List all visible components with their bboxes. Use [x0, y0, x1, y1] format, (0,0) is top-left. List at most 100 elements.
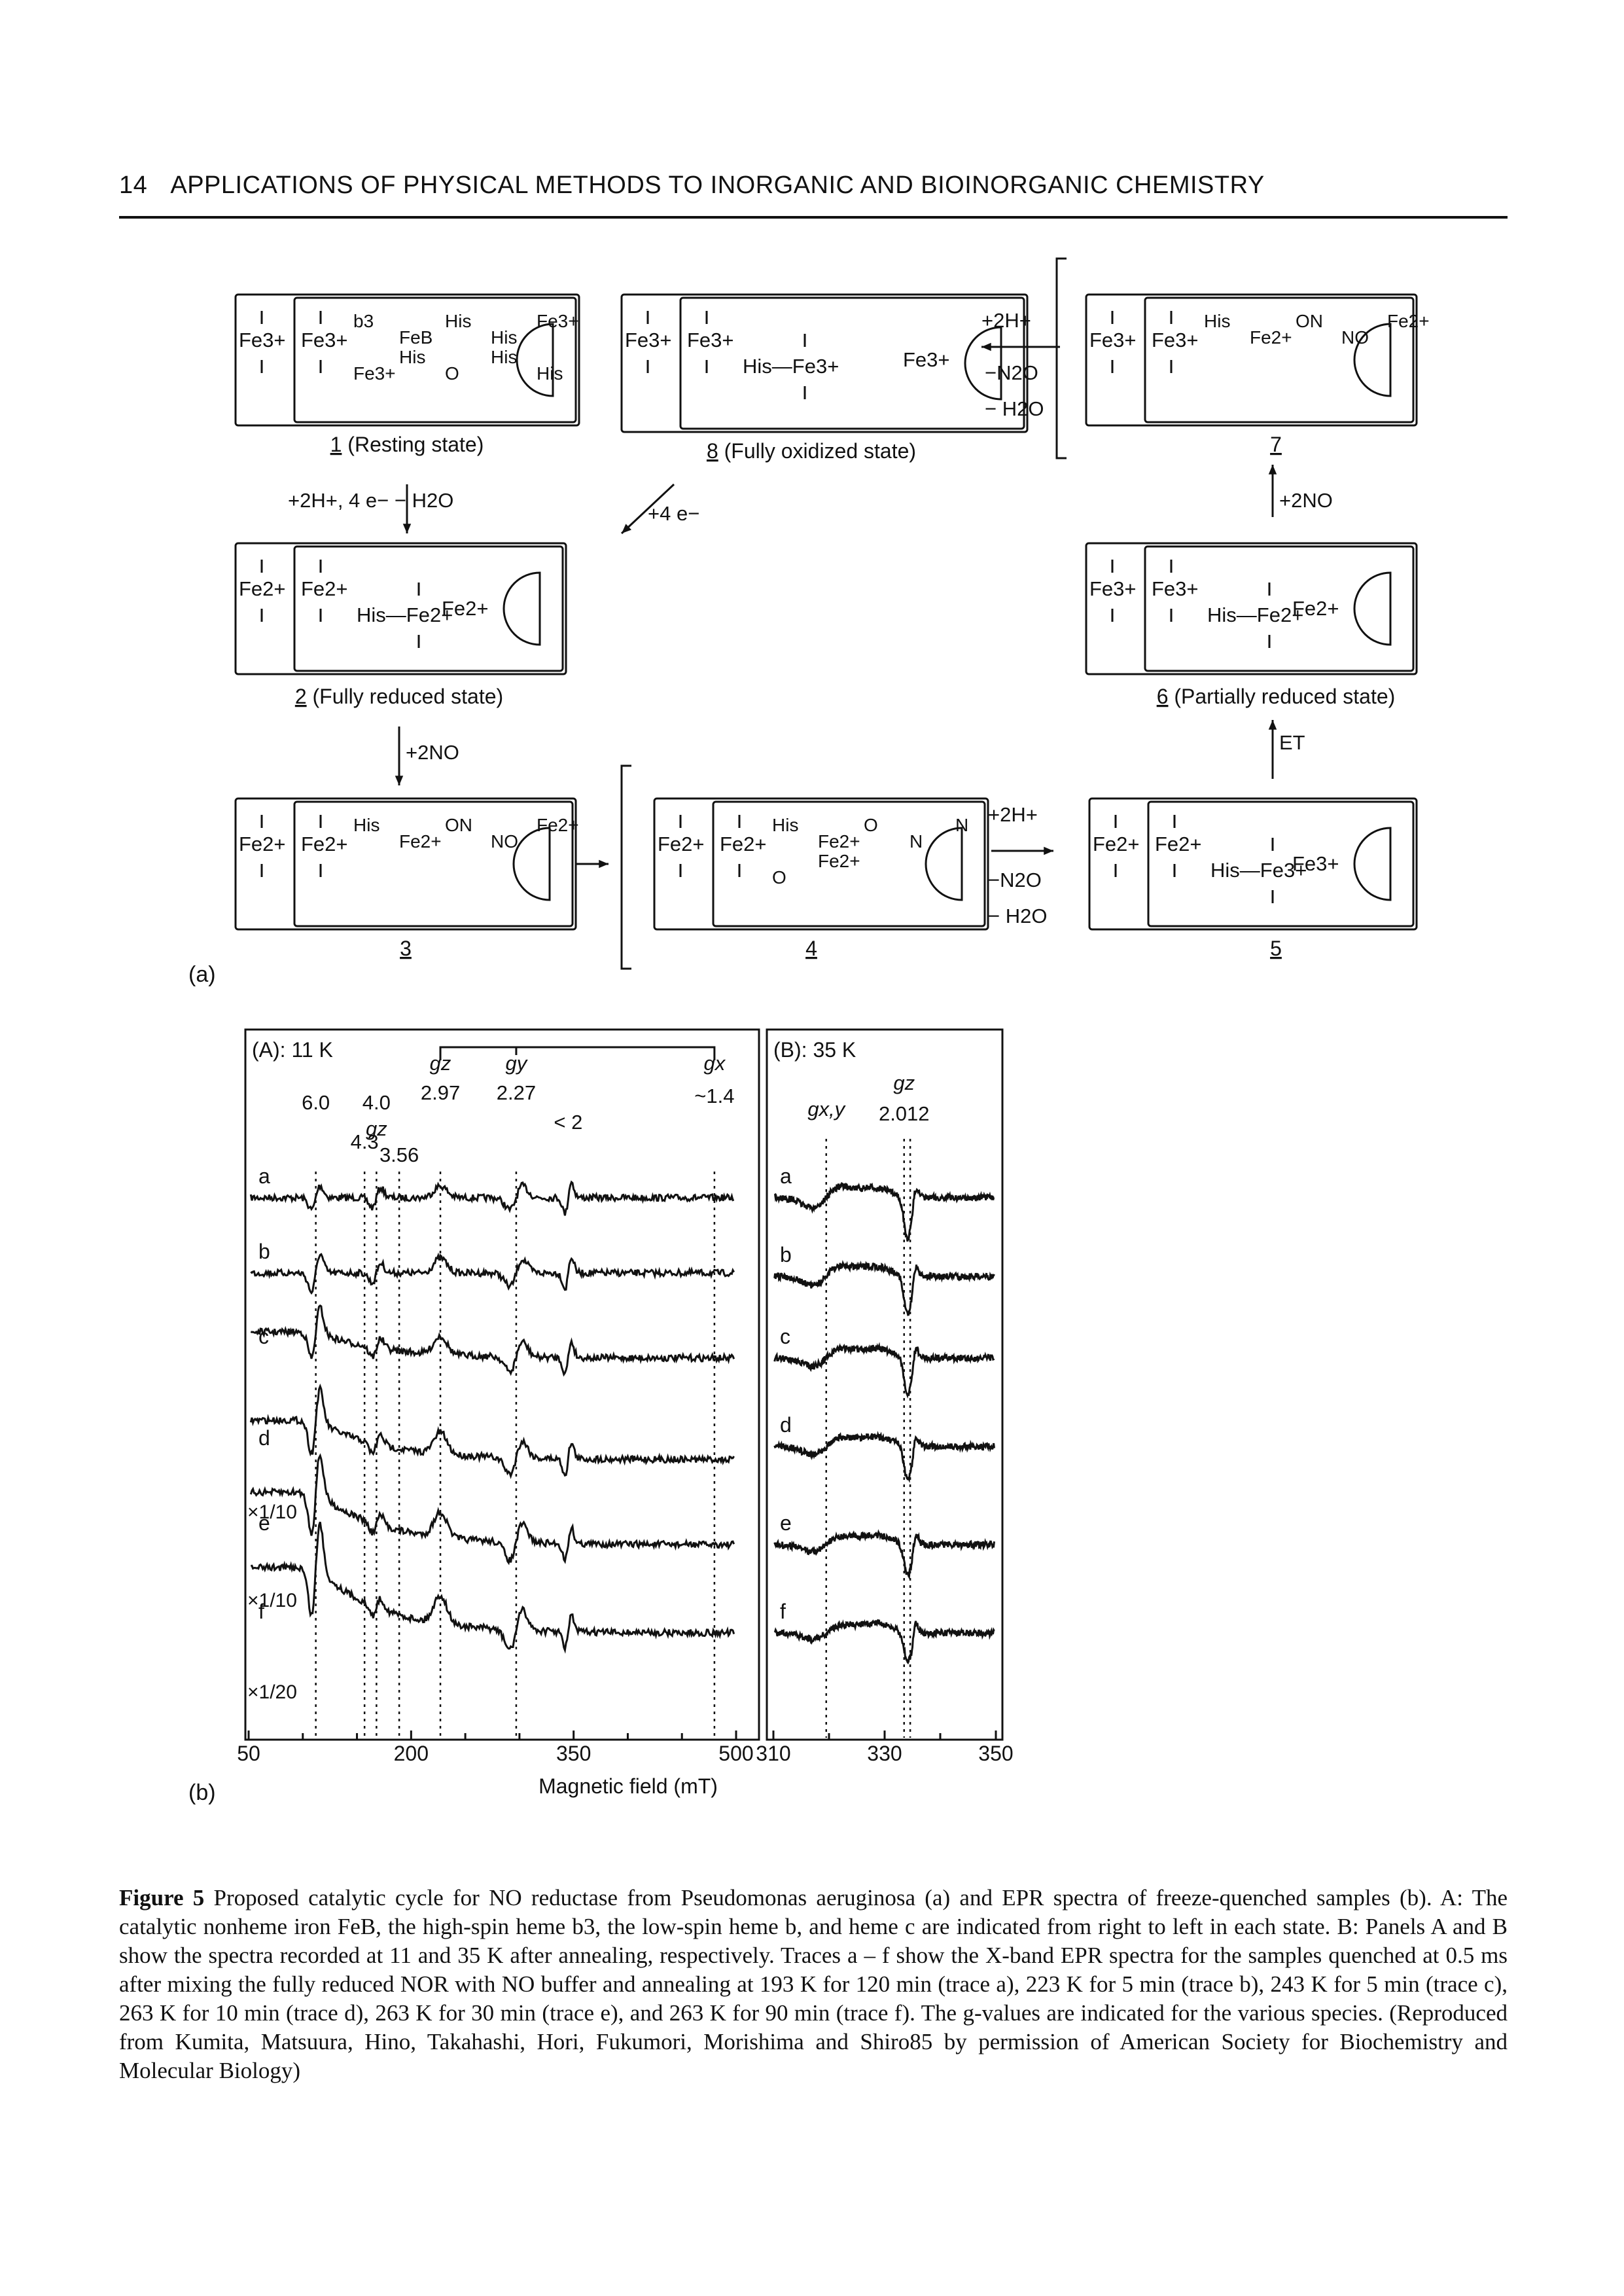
state-number: 2 — [295, 685, 307, 708]
heme-b-iron: Fe3+ — [1152, 329, 1199, 351]
arrow-7-to-8 — [981, 342, 1060, 351]
site-label: NO — [1341, 327, 1369, 348]
figure-caption: Figure 5 Proposed catalytic cycle for NO… — [119, 1884, 1508, 2085]
site-label: Fe2+ — [1387, 311, 1430, 331]
trace-label: e — [780, 1511, 792, 1535]
site-label: His — [491, 347, 517, 367]
state-8: Fe3+Fe3+His—Fe3+Fe3+8 (Fully oxidized st… — [620, 293, 1029, 463]
trace-label: f — [780, 1600, 786, 1623]
trace-label: d — [258, 1426, 270, 1450]
arrow-label: − H2O — [985, 397, 1044, 420]
state-box — [1085, 542, 1418, 675]
panel-a-label: (a) — [188, 962, 216, 987]
site-label: FeB — [399, 327, 432, 348]
arrow-label: +2H+ — [981, 309, 1031, 332]
state-caption: 3 — [400, 937, 412, 960]
state-box — [234, 293, 580, 427]
g-annotation: 6.0 — [302, 1091, 330, 1114]
header-rule — [119, 216, 1508, 219]
site-label: ON — [445, 815, 472, 835]
arrowhead — [402, 524, 412, 533]
site-label: His — [399, 347, 425, 367]
state-caption: 2 (Fully reduced state) — [295, 685, 503, 708]
arrowhead — [395, 776, 404, 785]
arrow-label: +2NO — [1279, 489, 1333, 512]
heme-b3-label: His—Fe3+ — [1210, 859, 1307, 882]
state-box — [234, 542, 567, 675]
arrow-label: +2NO — [406, 741, 459, 764]
state-box — [234, 797, 577, 931]
heme-c-iron: Fe2+ — [1093, 833, 1140, 855]
g-annotation: 4.3 — [351, 1130, 379, 1153]
heme-b-iron: Fe2+ — [301, 833, 348, 855]
x-tick-label: 350 — [978, 1742, 1013, 1765]
heme-b-iron: Fe3+ — [1152, 577, 1199, 600]
epr-trace-B-c — [773, 1342, 995, 1399]
arrow-label: +2H+, 4 e− − H2O — [288, 489, 453, 512]
feb-pocket — [516, 323, 554, 397]
site-label: His — [491, 327, 517, 348]
site-label: Fe2+ — [537, 815, 579, 835]
state-box — [620, 293, 1029, 433]
site-label: His — [772, 815, 798, 835]
site-label: b3 — [353, 311, 374, 331]
state-caption: 1 (Resting state) — [330, 433, 484, 456]
heme-c-iron: Fe2+ — [239, 577, 286, 600]
g-annotation: gy — [506, 1052, 529, 1075]
trace-label: b — [258, 1240, 270, 1263]
panel-A-title: (A): 11 K — [252, 1038, 333, 1062]
x-tick-label: 200 — [394, 1742, 429, 1765]
state-number: 3 — [400, 937, 412, 960]
state-number: 1 — [330, 433, 342, 456]
state-box — [653, 797, 989, 931]
panel-b-label: (b) — [188, 1780, 216, 1805]
arrow-4-to-5 — [991, 846, 1053, 855]
inner-heme-box — [293, 296, 577, 423]
trace-label: e — [258, 1511, 270, 1535]
heme-c-iron: Fe2+ — [658, 833, 705, 855]
x-tick-label: 330 — [867, 1742, 902, 1765]
site-label: His — [537, 363, 563, 384]
x-tick-label: 50 — [237, 1742, 260, 1765]
epr-trace-B-f — [773, 1619, 995, 1665]
g-annotation: 2.27 — [497, 1081, 536, 1104]
state-caption: 8 (Fully oxidized state) — [707, 439, 916, 463]
inner-heme-box — [1144, 545, 1415, 672]
heme-b-iron: Fe3+ — [301, 329, 348, 351]
state-name: (Fully oxidized state) — [718, 439, 916, 463]
g-annotation: 2.012 — [879, 1102, 930, 1125]
heme-c-iron: Fe3+ — [1089, 577, 1137, 600]
g-annotation: 2.97 — [421, 1081, 460, 1104]
site-label: O — [864, 815, 878, 835]
state-number: 8 — [707, 439, 718, 463]
x-tick-label: 500 — [718, 1742, 753, 1765]
state-name: (Fully reduced state) — [307, 685, 504, 708]
panel-B-title: (B): 35 K — [773, 1038, 856, 1062]
arrow-1-to-2 — [402, 484, 412, 533]
arrowhead — [981, 342, 991, 351]
state-box — [1088, 797, 1418, 931]
trace-scale-label: ×1/10 — [247, 1501, 297, 1523]
feb-label: Fe2+ — [442, 597, 489, 620]
state-number: 6 — [1157, 685, 1169, 708]
state-2: Fe2+Fe2+His—Fe2+Fe2+2 (Fully reduced sta… — [234, 542, 567, 708]
arrow-label: +4 e− — [648, 502, 699, 525]
panel-A-frame — [244, 1028, 760, 1741]
state-box — [1085, 293, 1418, 427]
heme-b-iron: Fe2+ — [720, 833, 767, 855]
feb-pocket — [1353, 571, 1392, 646]
page-number: 14 — [119, 171, 148, 199]
feb-pocket — [512, 827, 551, 901]
epr-trace-A-b — [250, 1252, 735, 1295]
state-caption: 4 — [805, 937, 817, 960]
arrow-label: −N2O — [985, 361, 1038, 384]
x-tick-label: 310 — [756, 1742, 790, 1765]
heme-c-iron: Fe2+ — [239, 833, 286, 855]
inner-heme-box — [293, 545, 564, 672]
site-label: NO — [491, 831, 518, 852]
state-name: (Resting state) — [342, 433, 484, 456]
arrow-3-to-4 — [576, 859, 609, 869]
